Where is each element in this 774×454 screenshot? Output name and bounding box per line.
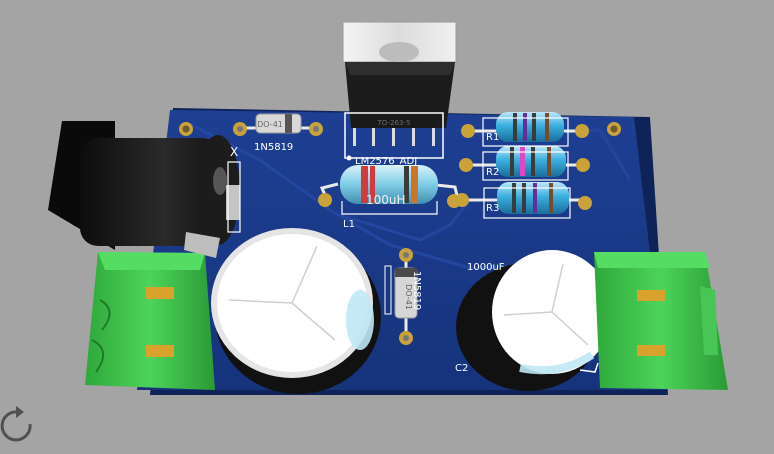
diode-d2-package-label: DO-41 bbox=[404, 284, 413, 310]
diode-d2-label: 1N5819 bbox=[411, 271, 422, 311]
diode-d1-package-label: DO-41 bbox=[257, 120, 283, 129]
inductor-l1 bbox=[318, 165, 461, 215]
dc-power-jack bbox=[48, 121, 241, 258]
capacitor-c1 bbox=[211, 228, 381, 394]
regulator-part-label: LM2576_ADJ bbox=[355, 156, 418, 167]
resistor-r2-label: R2 bbox=[486, 167, 500, 178]
resistor-r1 bbox=[461, 112, 589, 142]
capacitor-c2-value-label: 1000uF bbox=[467, 262, 505, 273]
resistor-r1-label: R1 bbox=[486, 132, 500, 143]
power-jack-label: X bbox=[230, 145, 239, 159]
diode-d1: DO-41 bbox=[233, 113, 323, 136]
rotate-view-button[interactable] bbox=[0, 404, 40, 449]
inductor-refdes-label: L1 bbox=[343, 219, 355, 230]
inductor-value-label: 100uH bbox=[366, 193, 406, 207]
resistor-outlines bbox=[482, 117, 571, 219]
diode-d2: DO-41 bbox=[384, 248, 418, 345]
regulator-lm2576: TO-263-5 bbox=[342, 21, 457, 161]
resistor-r3 bbox=[455, 182, 592, 214]
resistor-r3-label: R3 bbox=[486, 203, 500, 214]
resistor-r2 bbox=[459, 146, 590, 177]
terminal-block-left bbox=[85, 252, 215, 390]
capacitor-c2 bbox=[456, 250, 612, 391]
rotate-icon bbox=[0, 406, 32, 442]
diode-d1-label: 1N5819 bbox=[254, 142, 294, 153]
regulator-package-label: TO-263-5 bbox=[377, 119, 411, 127]
capacitor-c2-refdes-label: C2 bbox=[455, 363, 469, 374]
terminal-block-right bbox=[594, 252, 728, 390]
